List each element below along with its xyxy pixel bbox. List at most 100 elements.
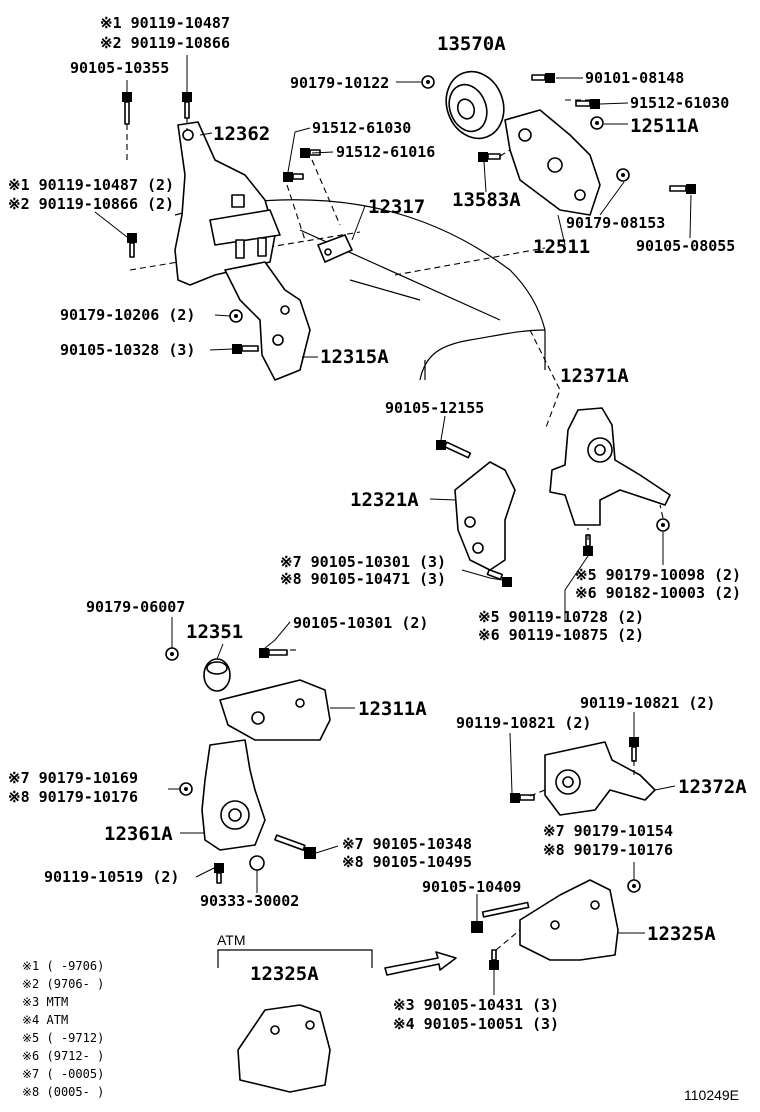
callout-label: 13583A <box>452 189 521 211</box>
engine-mounting-bracket-12362 <box>174 121 281 286</box>
bolt-icon <box>122 92 132 125</box>
idler-pulley-13570A <box>445 70 505 140</box>
callout-label: 91512-61030 <box>312 119 411 137</box>
callout-label: ※3 90105-10431 (3) <box>393 996 559 1014</box>
bracket-12325A-mtm <box>519 879 619 961</box>
callout-labels: ※1 90119-10487 ※2 90119-10866 90105-1035… <box>8 14 747 1033</box>
bracket-12317 <box>317 234 353 263</box>
callout-label: 90105-10409 <box>422 878 521 896</box>
callout-label: ※7 90105-10348 <box>342 835 472 853</box>
legend-item: ※7 ( -0005) <box>22 1067 104 1081</box>
nut-icon <box>179 782 193 796</box>
callout-label: ※7 90179-10154 <box>543 822 673 840</box>
bracket-12321A <box>454 461 516 571</box>
callout-label: 90333-30002 <box>200 892 299 910</box>
legend-item: ※1 ( -9706) <box>22 959 104 973</box>
callout-label: ※6 90119-10875 (2) <box>478 626 644 644</box>
bolt-icon <box>478 152 501 162</box>
callout-label: 90105-10355 <box>70 59 169 77</box>
callout-label: ※7 90105-10301 (3) <box>280 553 446 571</box>
callout-label: ※8 90179-10176 <box>543 841 673 859</box>
callout-label: 91512-61030 <box>630 94 729 112</box>
nut-icon <box>616 168 630 182</box>
callout-label: ※6 90182-10003 (2) <box>575 584 741 602</box>
bolt-icon <box>214 863 224 884</box>
engine-mount-12361A <box>201 739 266 851</box>
callout-label: 12511 <box>533 236 590 258</box>
callout-label: ATM <box>217 932 246 948</box>
bolt-icon <box>471 901 530 933</box>
bolt-icon <box>575 99 600 109</box>
nut-icon <box>627 879 641 893</box>
callout-label: 90101-08148 <box>585 69 684 87</box>
bolt-icon <box>489 949 499 970</box>
nut-icon <box>656 518 670 532</box>
bracket-12311A <box>219 679 331 741</box>
engine-mount-12371A <box>549 407 671 526</box>
callout-label: ※5 90179-10098 (2) <box>575 566 741 584</box>
nut-icon <box>249 855 265 871</box>
callout-label: ※4 90105-10051 (3) <box>393 1015 559 1033</box>
callout-label: 12361A <box>104 823 173 845</box>
callout-label: 12311A <box>358 698 427 720</box>
bolt-icon <box>629 737 639 762</box>
callout-label: 90119-10821 (2) <box>580 694 715 712</box>
atm-inset <box>217 949 373 1093</box>
nut-icon <box>421 75 435 89</box>
callout-label: 13570A <box>437 33 506 55</box>
bolt-icon <box>510 793 535 803</box>
bolt-icon <box>127 233 137 258</box>
bolt-icon <box>669 184 696 194</box>
callout-label: 12511A <box>630 115 699 137</box>
callout-label: 12325A <box>647 923 716 945</box>
callout-label: ※8 90179-10176 <box>8 788 138 806</box>
callout-label: 12321A <box>350 489 419 511</box>
callout-label: 12325A <box>250 963 319 985</box>
legend-item: ※8 (0005- ) <box>22 1085 104 1099</box>
bolt-icon <box>182 92 192 119</box>
callout-label: ※7 90179-10169 <box>8 769 138 787</box>
bracket-12511 <box>504 109 601 216</box>
callout-label: 12371A <box>560 365 629 387</box>
legend-item: ※5 ( -9712) <box>22 1031 104 1045</box>
callout-label: 90179-06007 <box>86 598 185 616</box>
callout-label: ※1 90119-10487 (2) <box>8 176 174 194</box>
callout-label: 12317 <box>368 196 425 218</box>
callout-label: 90179-10206 (2) <box>60 306 195 324</box>
callout-label: 90179-10122 <box>290 74 389 92</box>
callout-label: 90105-10328 (3) <box>60 341 195 359</box>
callout-label: 90179-08153 <box>566 214 665 232</box>
callout-label: 91512-61016 <box>336 143 435 161</box>
footnote-legend: ※1 ( -9706) ※2 (9706- ) ※3 MTM ※4 ATM ※5… <box>22 959 104 1099</box>
bolt-icon <box>436 440 472 459</box>
callout-label: 12351 <box>186 621 243 643</box>
leader-lines <box>94 55 692 995</box>
arrow-icon <box>384 951 457 976</box>
legend-item: ※3 MTM <box>22 995 68 1009</box>
nut-icon <box>165 647 179 661</box>
legend-item: ※2 (9706- ) <box>22 977 104 991</box>
callout-label: 90119-10821 (2) <box>456 714 591 732</box>
engine-mount-12372A <box>544 741 656 816</box>
bolt-icon <box>486 568 512 587</box>
callout-label: ※2 90119-10866 <box>100 34 230 52</box>
nut-icon <box>229 309 243 323</box>
callout-label: 12362 <box>213 123 270 145</box>
legend-item: ※4 ATM <box>22 1013 68 1027</box>
legend-item: ※6 (9712- ) <box>22 1049 104 1063</box>
callout-label: 90119-10519 (2) <box>44 868 179 886</box>
bolt-icon <box>531 73 555 83</box>
bolt-icon <box>259 648 288 658</box>
callout-label: 90105-12155 <box>385 399 484 417</box>
bolt-icon <box>232 344 259 354</box>
drawing-number: 110249E <box>684 1087 739 1103</box>
callout-label: 12372A <box>678 776 747 798</box>
stopper-12351 <box>203 658 231 692</box>
callout-label: 90105-10301 (2) <box>293 614 428 632</box>
callout-label: ※8 90105-10471 (3) <box>280 570 446 588</box>
bolt-icon <box>274 834 316 859</box>
callout-label: ※2 90119-10866 (2) <box>8 195 174 213</box>
callout-label: 12315A <box>320 346 389 368</box>
callout-label: ※5 90119-10728 (2) <box>478 608 644 626</box>
